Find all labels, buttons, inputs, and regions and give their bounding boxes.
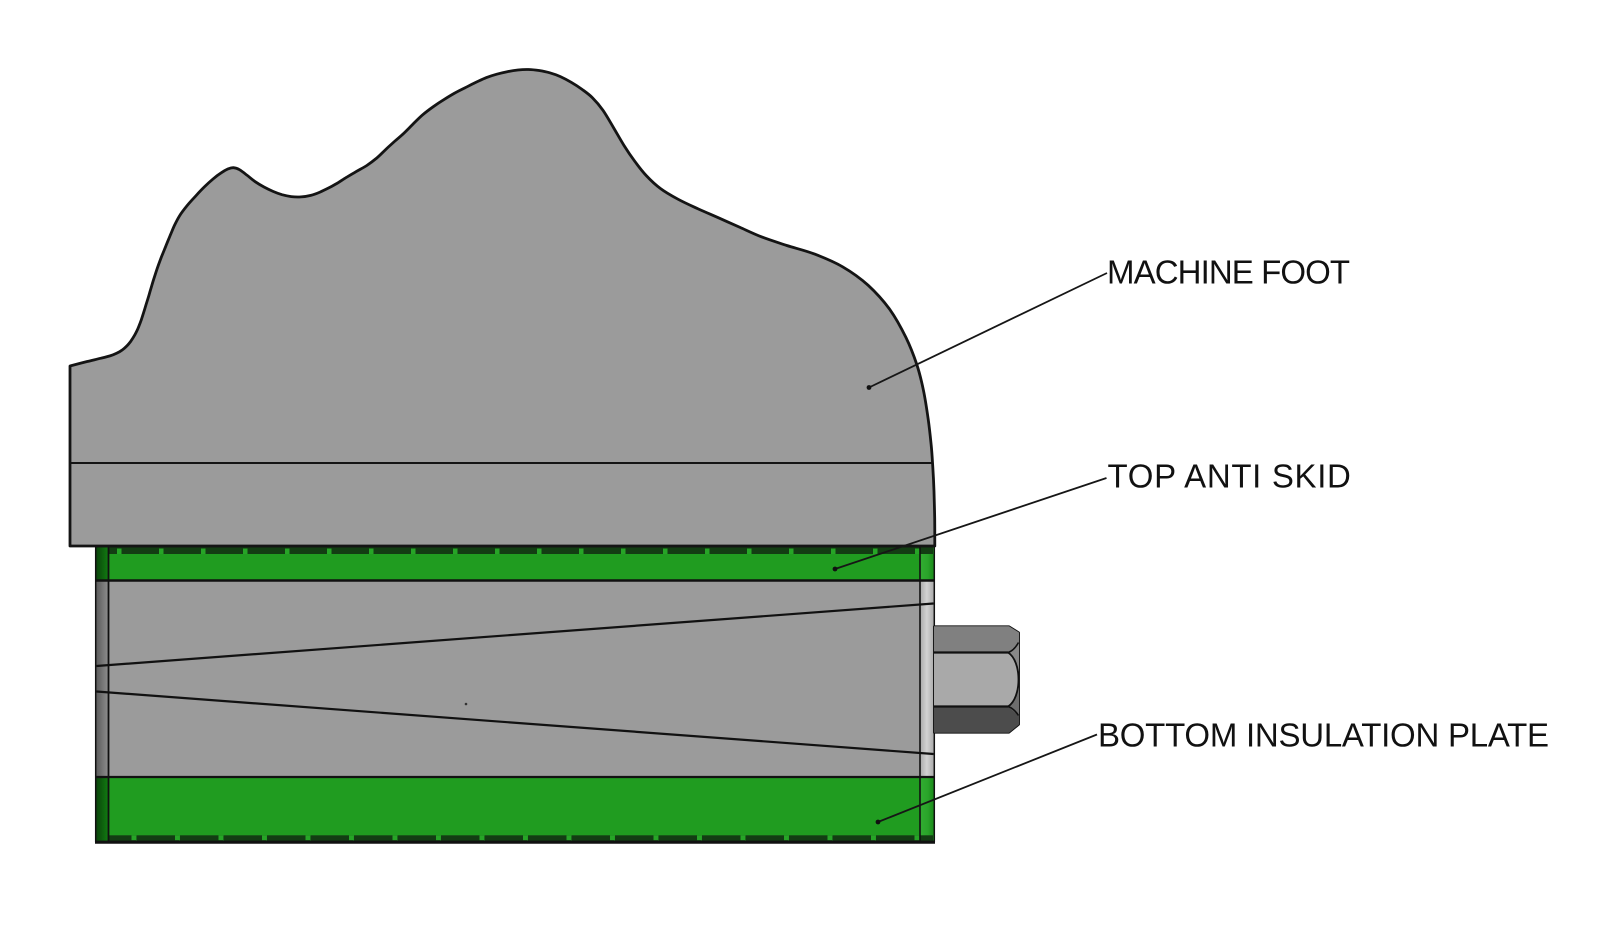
svg-text:MACHINE FOOT: MACHINE FOOT: [1107, 254, 1350, 291]
svg-text:TOP ANTI SKID: TOP ANTI SKID: [1108, 458, 1352, 495]
svg-text:BOTTOM INSULATION PLATE: BOTTOM INSULATION PLATE: [1098, 717, 1549, 754]
